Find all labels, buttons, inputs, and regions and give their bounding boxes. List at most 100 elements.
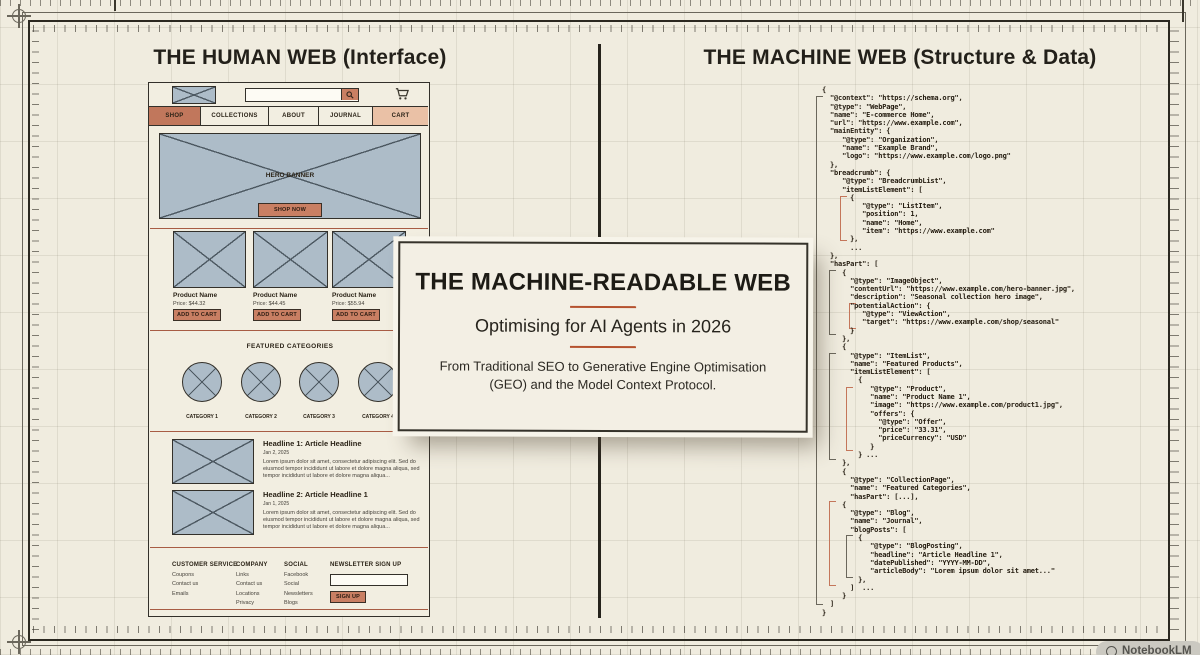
product-price: Price: $44.32 <box>173 301 206 307</box>
article-date: Jan 2, 2025 <box>263 450 290 456</box>
code-line: { <box>822 343 847 352</box>
code-line: "image": "https://www.example.com/produc… <box>822 401 1063 410</box>
code-line: { <box>822 193 855 202</box>
footer-link[interactable]: Coupons <box>172 571 195 578</box>
product-name: Product Name <box>332 292 377 299</box>
hero-label: HERO BANNER <box>265 172 315 179</box>
product-image-placeholder <box>173 231 246 288</box>
footer-link[interactable]: Blogs <box>284 600 298 606</box>
featured-categories-title: FEATURED CATEGORIES <box>246 343 334 350</box>
article-body: Lorem ipsum dolor sit amet, consectetur … <box>263 509 420 530</box>
code-line: "hasPart": [ <box>822 260 879 269</box>
code-line: "breadcrumb": { <box>822 168 891 177</box>
newsletter-signup-button[interactable]: SIGN UP <box>330 591 366 603</box>
bracket-guide-stub <box>846 450 853 452</box>
code-line: { <box>822 86 827 94</box>
registration-tick <box>114 0 116 11</box>
bracket-guide <box>829 270 831 334</box>
footer-link[interactable]: Contact us <box>172 581 199 587</box>
search-input[interactable] <box>245 88 359 102</box>
add-to-cart-button[interactable]: ADD TO CART <box>332 309 380 321</box>
code-line: "price": "33.31", <box>822 426 947 435</box>
code-line: }, <box>822 575 867 584</box>
code-line: "item": "https://www.example.com" <box>822 227 995 236</box>
nav-tab-journal[interactable]: JOURNAL <box>319 107 373 125</box>
code-line: "@type": "ListItem", <box>822 202 943 211</box>
code-line: "url": "https://www.example.com", <box>822 119 963 128</box>
registration-tick <box>1182 0 1184 22</box>
bracket-guide-stub <box>829 334 836 336</box>
search-button[interactable] <box>341 89 358 100</box>
bracket-guide-stub <box>849 328 856 330</box>
bracket-guide-stub <box>829 270 836 272</box>
footer-link[interactable]: Facebook <box>284 571 309 578</box>
nav-tab-cart[interactable]: CART <box>373 107 428 125</box>
code-line: } <box>822 326 855 335</box>
footer-link[interactable]: Links <box>236 571 249 578</box>
footer-link[interactable]: Locations <box>236 590 260 597</box>
code-line: "@type": "Organization", <box>822 135 939 144</box>
category-circle[interactable] <box>182 362 222 402</box>
bracket-guide-stub <box>840 196 847 198</box>
add-to-cart-button[interactable]: ADD TO CART <box>173 309 221 321</box>
frame-ruler-left <box>32 26 39 630</box>
code-line: { <box>822 268 847 277</box>
footer-link[interactable]: Contact us <box>236 581 263 587</box>
code-line: }, <box>822 160 839 169</box>
section-divider <box>150 228 428 229</box>
code-line: "itemListElement": [ <box>822 368 931 377</box>
footer-link[interactable]: Newsletters <box>284 590 313 597</box>
frame-ruler-right <box>1168 26 1179 630</box>
registration-crosshair-icon <box>7 4 31 28</box>
code-line: "@type": "BlogPosting", <box>822 542 963 551</box>
nav-tab-about[interactable]: ABOUT <box>269 107 319 125</box>
registration-crosshair-icon <box>7 630 31 654</box>
footer-link[interactable]: Emails <box>172 590 189 597</box>
frame-ruler-bottom <box>33 626 1159 633</box>
nav-tab-shop[interactable]: SHOP <box>149 107 201 125</box>
newsletter-input[interactable] <box>330 574 408 586</box>
cart-icon[interactable] <box>395 87 409 101</box>
category-label: CATEGORY 3 <box>303 414 335 420</box>
bracket-guide-stub <box>846 387 853 389</box>
code-line: "name": "Featured Categories", <box>822 484 971 493</box>
code-line: "name": "E-commerce Home", <box>822 110 935 119</box>
footer-link[interactable]: Social <box>284 581 299 587</box>
frame-ruler-top <box>33 25 1159 32</box>
category-circle[interactable] <box>358 362 398 402</box>
bracket-guide <box>849 303 851 328</box>
nav-tab-collections[interactable]: COLLECTIONS <box>201 107 269 125</box>
code-line: "@type": "Blog", <box>822 509 915 518</box>
card-body: From Traditional SEO to Generative Engin… <box>439 358 767 393</box>
article-image-placeholder <box>172 490 254 535</box>
product-image-placeholder <box>253 231 328 288</box>
code-line: } <box>822 608 827 617</box>
logo-placeholder <box>172 86 216 104</box>
code-line: "@type": "CollectionPage", <box>822 475 955 484</box>
code-line: { <box>822 500 847 509</box>
code-line: ... <box>822 243 863 252</box>
jsonld-code-panel: { "@context": "https://schema.org", "@ty… <box>822 86 1166 622</box>
watermark-label: NotebookLM <box>1122 645 1192 655</box>
bracket-guide-stub <box>849 303 856 305</box>
category-circle[interactable] <box>299 362 339 402</box>
product-price: Price: $55.94 <box>332 301 365 307</box>
code-line: "description": "Seasonal collection hero… <box>822 293 1043 302</box>
bracket-guide-stub <box>829 459 836 461</box>
notebooklm-watermark: NotebookLM <box>1096 641 1200 655</box>
code-line: "@type": "ImageObject", <box>822 276 943 285</box>
bracket-guide <box>846 535 848 577</box>
add-to-cart-button[interactable]: ADD TO CART <box>253 309 301 321</box>
code-line: "@type": "Offer", <box>822 417 947 426</box>
shop-now-button[interactable]: SHOP NOW <box>258 203 322 217</box>
category-label: CATEGORY 4 <box>362 414 394 420</box>
category-circle[interactable] <box>241 362 281 402</box>
code-line: "blogPosts": [ <box>822 525 907 534</box>
hero-banner-placeholder: HERO BANNER <box>159 133 421 219</box>
bracket-guide-stub <box>840 240 847 242</box>
footer-link[interactable]: Privacy <box>236 600 255 606</box>
